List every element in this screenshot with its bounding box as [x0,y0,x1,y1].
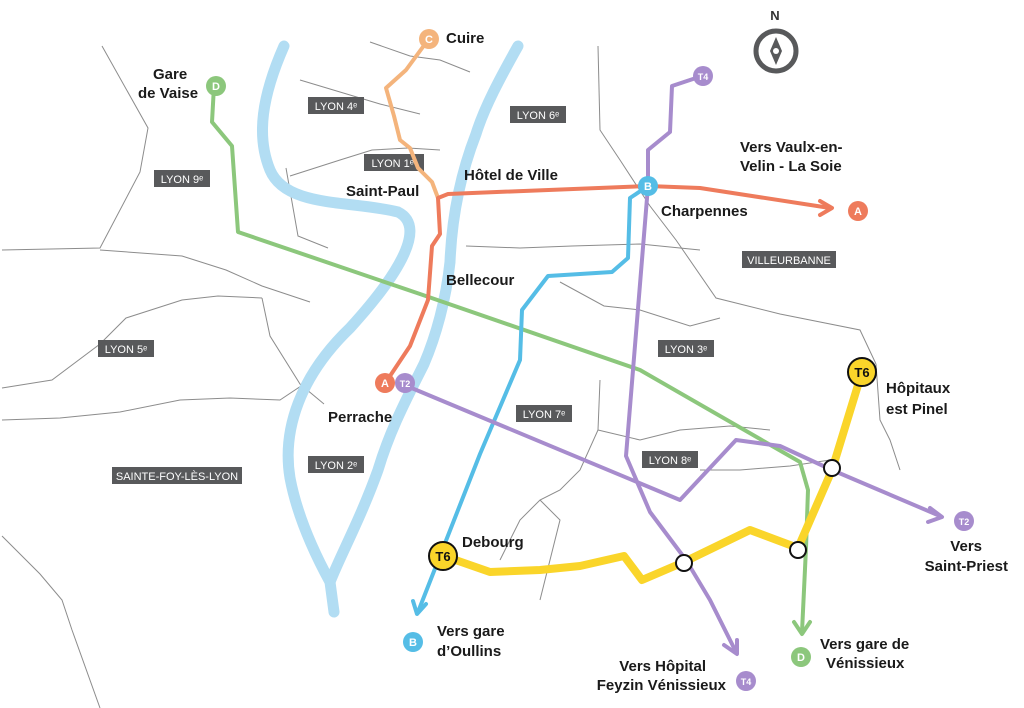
svg-text:T2: T2 [400,379,411,389]
svg-text:T4: T4 [698,72,709,82]
svg-text:T6: T6 [435,549,450,564]
svg-text:T4: T4 [741,677,752,687]
district-lyon5: LYON 5ᵉ [98,340,154,357]
compass-icon: N [753,8,799,74]
label-hotel-de-ville: Hôtel de Ville [464,167,558,184]
label-gare-de-vaise-2: de Vaise [138,85,198,102]
compass-north-label: N [770,8,779,23]
label-feyzin-1: Vers Hôpital [619,658,706,675]
svg-text:LYON 1ᵉʳ: LYON 1ᵉʳ [371,158,416,170]
district-lyon4: LYON 4ᵉ [308,97,364,114]
badge-b-charpennes[interactable]: B [638,176,658,196]
svg-text:LYON 6ᵉ: LYON 6ᵉ [517,110,559,122]
label-oullins-2: d’Oullins [437,643,501,660]
label-feyzin-2: Feyzin Vénissieux [597,677,727,694]
svg-text:C: C [425,34,433,46]
interchange-station[interactable] [789,541,807,559]
svg-text:LYON 5ᵉ: LYON 5ᵉ [105,344,147,356]
label-debourg: Debourg [462,534,524,551]
badge-t2-perrache[interactable]: T2 [395,373,415,393]
svg-text:T2: T2 [959,517,970,527]
district-lyon2: LYON 2ᵉ [308,456,364,473]
district-lyon8: LYON 8ᵉ [642,451,698,468]
district-lyon3: LYON 3ᵉ [658,340,714,357]
badge-c-cuire[interactable]: C [419,29,439,49]
line-t6 [440,368,866,584]
badge-d-gare-de-vaise[interactable]: D [206,76,226,96]
line-badges: C D T4 B A A T2 T6 T6 T2 B D T4 [206,29,974,691]
label-perrache: Perrache [328,409,392,426]
svg-text:LYON 9ᵉ: LYON 9ᵉ [161,174,203,186]
svg-text:D: D [212,81,220,93]
district-lyon1: LYON 1ᵉʳ [364,154,424,171]
interchange-stations [675,459,841,572]
svg-text:T6: T6 [854,365,869,380]
district-villeurbanne: VILLEURBANNE [742,251,836,268]
label-hopitaux-1: Hôpitaux [886,380,951,397]
label-saint-priest-1: Vers [950,538,982,555]
label-vaulx-2: Velin - La Soie [740,158,842,175]
line-t4 [624,74,738,654]
svg-text:LYON 8ᵉ: LYON 8ᵉ [649,455,691,467]
svg-text:LYON 2ᵉ: LYON 2ᵉ [315,460,357,472]
svg-text:LYON 7ᵉ: LYON 7ᵉ [523,409,565,421]
line-d-arrow-head [792,620,812,636]
line-a-arrow-head [818,199,834,217]
label-oullins-1: Vers gare [437,623,505,640]
svg-text:D: D [797,652,805,664]
label-cuire: Cuire [446,30,484,47]
line-c [384,38,440,200]
line-b-arrow-head [411,599,428,616]
badge-t2-saint-priest[interactable]: T2 [954,511,974,531]
svg-text:LYON 4ᵉ: LYON 4ᵉ [315,101,357,113]
badge-t6-hopitaux[interactable]: T6 [847,357,877,387]
label-vaulx-1: Vers Vaulx-en- [740,139,843,156]
svg-text:LYON 3ᵉ: LYON 3ᵉ [665,344,707,356]
label-venissieux-1: Vers gare de [820,636,909,653]
label-venissieux-2: Vénissieux [826,655,905,672]
svg-text:A: A [381,378,389,390]
svg-text:SAINTE-FOY-LÈS-LYON: SAINTE-FOY-LÈS-LYON [116,470,238,483]
label-bellecour: Bellecour [446,272,515,289]
line-t2 [400,382,942,518]
saone-river [257,40,416,618]
badge-a-perrache[interactable]: A [375,373,395,393]
line-t4-arrow-head [722,638,739,656]
interchange-station[interactable] [675,554,693,572]
line-t2-arrow-head [926,506,944,524]
place-labels: Cuire Gare de Vaise Saint-Paul Hôtel de … [138,30,1008,694]
badge-t4-north[interactable]: T4 [693,66,713,86]
svg-text:A: A [854,206,862,218]
label-saint-priest-2: Saint-Priest [925,558,1008,575]
badge-b-oullins[interactable]: B [403,632,423,652]
svg-text:VILLEURBANNE: VILLEURBANNE [747,255,831,267]
label-charpennes: Charpennes [661,203,748,220]
district-labels: LYON 4ᵉ LYON 6ᵉ LYON 1ᵉʳ LYON 9ᵉ VILLEUR… [98,97,836,484]
district-lyon7: LYON 7ᵉ [516,405,572,422]
svg-text:B: B [644,181,652,193]
district-boundaries [1,41,901,708]
interchange-station[interactable] [823,459,841,477]
svg-text:B: B [409,637,417,649]
label-hopitaux-2: est Pinel [886,401,948,418]
rhone-river [324,40,524,588]
badge-t6-debourg[interactable]: T6 [428,541,458,571]
badge-t4-feyzin[interactable]: T4 [736,671,756,691]
line-a [384,184,832,384]
label-saint-paul: Saint-Paul [346,183,419,200]
district-sainte-foy: SAINTE-FOY-LÈS-LYON [112,467,242,484]
rivers [257,40,524,618]
label-gare-de-vaise-1: Gare [153,66,187,83]
transit-lines [210,38,944,656]
badge-d-venissieux[interactable]: D [791,647,811,667]
badge-a-vaulx[interactable]: A [848,201,868,221]
district-lyon9: LYON 9ᵉ [154,170,210,187]
district-lyon6: LYON 6ᵉ [510,106,566,123]
